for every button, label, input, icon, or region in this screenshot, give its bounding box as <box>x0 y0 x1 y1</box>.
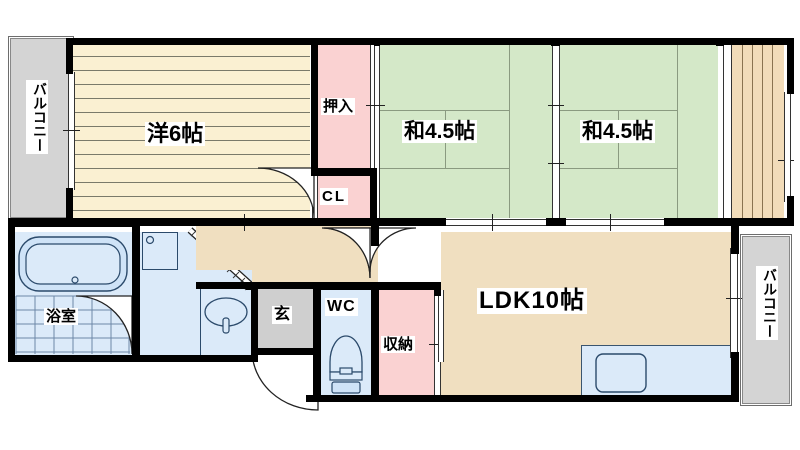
ldk-label: LDK10帖 <box>477 287 588 314</box>
wc-label: WC <box>325 298 358 316</box>
storage-door-mark <box>429 344 446 346</box>
engawa-outer-window[interactable] <box>784 92 791 202</box>
wall-deck-east <box>787 38 794 94</box>
wall-under-washitsu-right <box>664 218 794 226</box>
wall-washroom-east <box>251 282 258 362</box>
wall-genkan-bottom <box>251 348 321 355</box>
bathroom-label: 浴室 <box>44 308 79 325</box>
tatami-joint <box>560 168 678 170</box>
floor-stripe <box>72 168 310 170</box>
sliding-door-mark <box>492 214 494 231</box>
wall-wc-west <box>313 282 321 402</box>
wc-door-arc[interactable] <box>322 226 371 279</box>
window-mark <box>63 130 80 132</box>
deck-plank-line <box>772 44 774 218</box>
deck-plank-line <box>742 44 744 218</box>
wall-washitsu-divider-top <box>551 38 560 46</box>
floor-stripe <box>72 98 310 100</box>
wall-ldk-east-lower <box>731 352 739 402</box>
wall-genkan-top <box>256 282 322 289</box>
wall-cl-top <box>311 168 377 176</box>
fusuma-washitsu-left-west[interactable] <box>374 44 380 218</box>
balcony-right-outer-frame <box>740 234 792 406</box>
floor-stripe <box>72 84 310 86</box>
oshiire-label: 押入 <box>321 98 356 115</box>
floor-stripe <box>72 154 310 156</box>
washing-machine-space <box>142 232 178 270</box>
wall-bath-left <box>8 226 15 362</box>
washitsu-right-label: 和4.5帖 <box>580 120 656 143</box>
tatami-joint <box>509 44 511 218</box>
fusuma-between-washitsu[interactable] <box>552 44 560 218</box>
wall-oshiire-east <box>374 38 380 46</box>
wall-west-lower <box>66 188 73 224</box>
floor-stripe <box>72 210 310 212</box>
floor-stripe <box>72 70 310 72</box>
wall-west-upper <box>66 38 73 74</box>
balcony-left-label: バルコニー <box>26 80 48 154</box>
floor-stripe <box>72 112 310 114</box>
wall-ldk-east-upper <box>731 226 739 254</box>
wall-western-east-upper <box>311 38 318 172</box>
wall-top-outer <box>66 38 794 45</box>
wall-hall-ldk-divider <box>371 226 379 246</box>
tatami-joint <box>677 44 679 218</box>
wall-deck-east-lower <box>787 196 794 224</box>
floor-stripe <box>72 56 310 58</box>
wall-hall-washroom-divider <box>196 282 258 289</box>
fusuma-mark <box>548 163 564 165</box>
wall-wc-top <box>313 282 379 290</box>
wall-bath-east <box>132 226 140 362</box>
wall-engawa-divider <box>716 38 724 46</box>
washitsu-left-label: 和4.5帖 <box>402 120 478 143</box>
wall-under-washitsu-left <box>378 218 446 226</box>
storage-label: 収納 <box>381 336 416 353</box>
bathtub-icon <box>18 236 128 292</box>
balcony-right-label: バルコニー <box>756 266 778 340</box>
toilet-icon <box>329 335 363 394</box>
tatami-joint <box>380 168 510 170</box>
wall-under-western <box>8 218 378 226</box>
sliding-door-mark <box>610 214 612 231</box>
wall-ldk-bottom <box>371 395 738 402</box>
wall-storage-top <box>371 282 441 290</box>
sink-basin-icon <box>204 297 248 334</box>
wall-cl-east <box>370 168 377 226</box>
kitchen-sink-icon <box>595 353 647 393</box>
floor-stripe <box>72 196 310 198</box>
hallway-floor-2 <box>196 226 262 270</box>
western-room-label: 洋6帖 <box>145 121 206 146</box>
fusuma-mark <box>370 105 385 107</box>
ldk-balcony-window[interactable] <box>730 248 738 358</box>
sliding-door-ldk-washitsu-1[interactable] <box>444 219 548 226</box>
ldk-window-mark <box>726 298 743 300</box>
genkan-label: 玄 <box>272 306 293 324</box>
deck-plank-line <box>762 44 764 218</box>
drain-icon <box>145 235 155 245</box>
western-room-door-arc <box>257 167 315 219</box>
deck-plank-line <box>752 44 754 218</box>
bathroom-door-arc[interactable] <box>75 295 133 355</box>
fusuma-mark <box>548 105 564 107</box>
sliding-door-ldk-washitsu-2[interactable] <box>562 219 666 226</box>
engawa-wood-strip <box>732 44 784 218</box>
wall-lower-left-top <box>8 220 140 227</box>
wall-wc-bottom <box>306 395 381 402</box>
wall-under-washitsu-mid <box>546 218 566 226</box>
wall-storage-east <box>434 282 441 296</box>
shoji-engawa[interactable] <box>723 44 732 218</box>
cl-label: CL <box>320 188 348 205</box>
wall-washroom-angled-end <box>246 282 258 290</box>
ldk-left-window[interactable] <box>438 290 444 362</box>
floor-stripe <box>72 182 310 184</box>
wall-wc-east <box>371 282 379 402</box>
